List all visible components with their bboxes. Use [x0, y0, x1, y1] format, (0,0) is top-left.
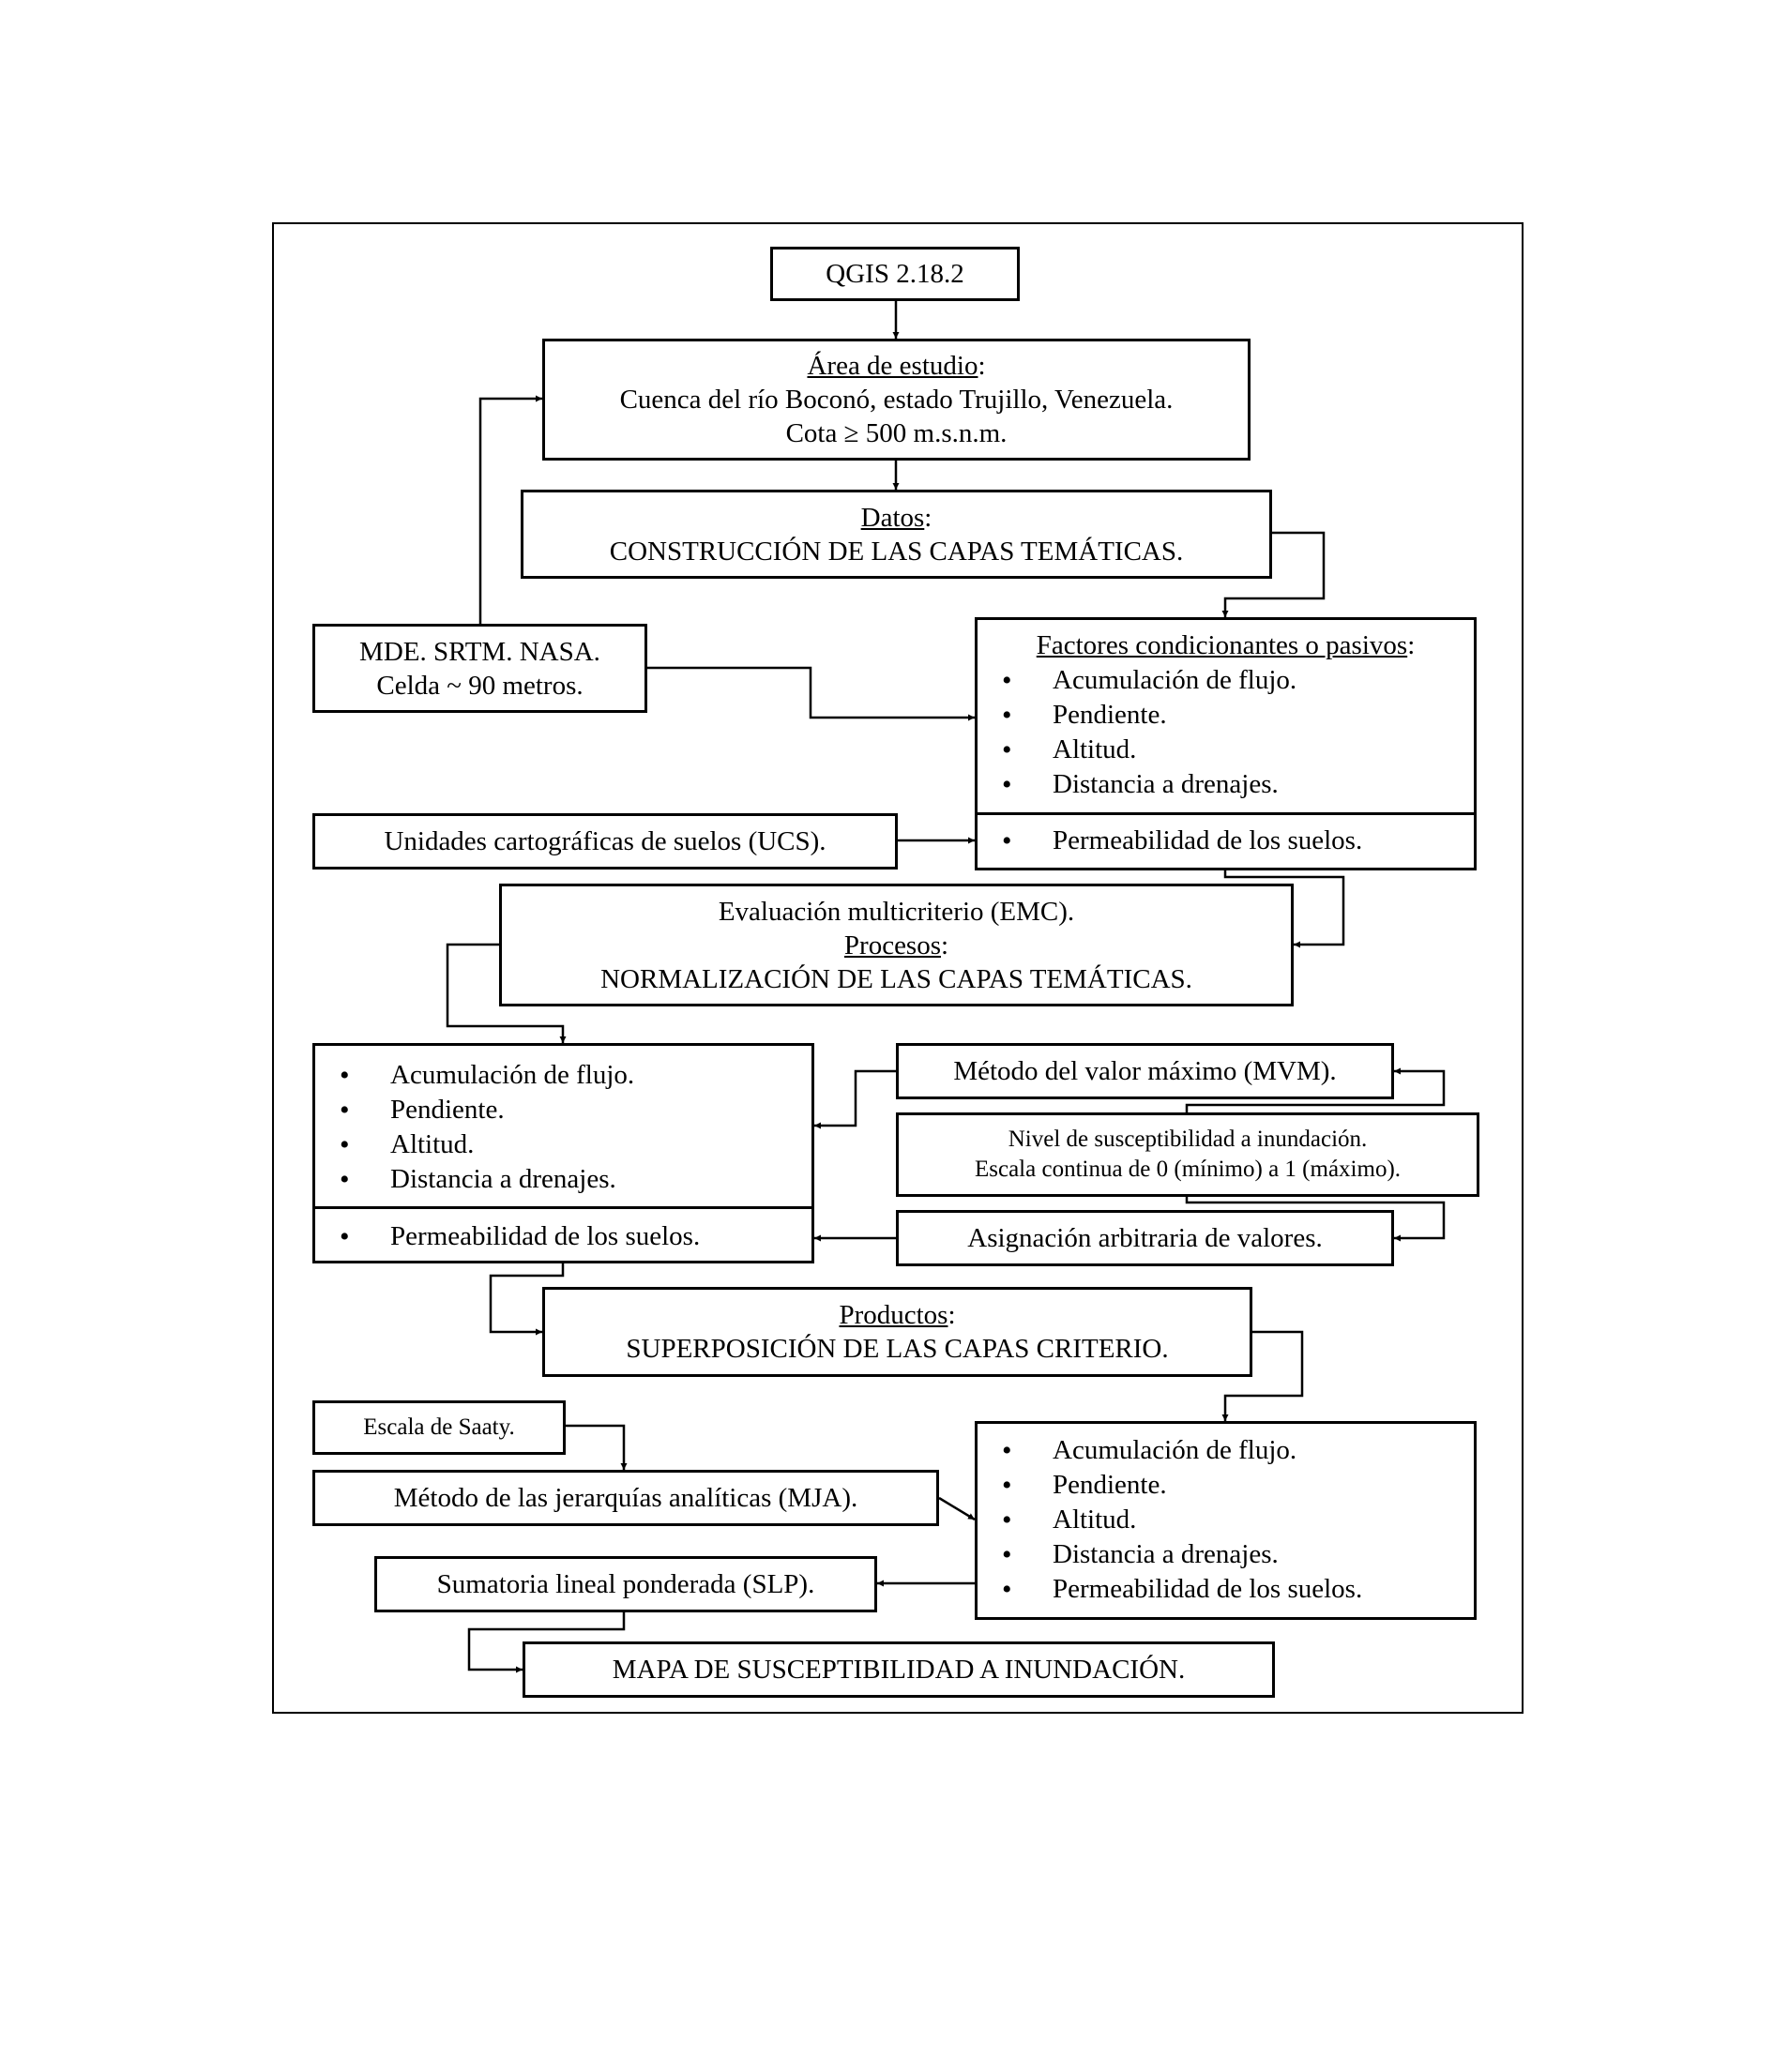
- productos-heading: Productos: [839, 1300, 948, 1330]
- normalized-item: Acumulación de flujo.: [315, 1058, 811, 1093]
- mde-source: MDE. SRTM. NASA.: [359, 636, 600, 667]
- ucs-box: Unidades cartográficas de suelos (UCS).: [312, 813, 898, 870]
- slp-box: Sumatoria lineal ponderada (SLP).: [374, 1556, 877, 1612]
- factor-item-permeability: Permeabilidad de los suelos.: [978, 824, 1474, 858]
- mja-box: Método de las jerarquías analíticas (MJA…: [312, 1470, 939, 1526]
- saaty-label: Escala de Saaty.: [363, 1414, 515, 1440]
- weighted-criteria-list: Acumulación de flujo. Pendiente. Altitud…: [978, 1433, 1474, 1607]
- factor-item: Altitud.: [978, 733, 1474, 767]
- study-area-basin: Cuenca del río Boconó, estado Trujillo, …: [619, 385, 1174, 415]
- map-output-box: MAPA DE SUSCEPTIBILIDAD A INUNDACIÓN.: [523, 1641, 1275, 1698]
- assignment-box: Asignación arbitraria de valores.: [896, 1210, 1394, 1266]
- susceptibility-scale: Escala continua de 0 (mínimo) a 1 (máxim…: [974, 1157, 1402, 1182]
- study-area-elevation: Cota ≥ 500 m.s.n.m.: [785, 418, 1008, 448]
- factor-item: Pendiente.: [978, 698, 1474, 733]
- productos-colon: :: [948, 1300, 956, 1330]
- productos-box: Productos: SUPERPOSICIÓN DE LAS CAPAS CR…: [542, 1287, 1252, 1377]
- criteria-item: Permeabilidad de los suelos.: [978, 1572, 1474, 1607]
- diagram-frame: [272, 222, 1524, 1714]
- emc-heading: Procesos: [843, 930, 942, 960]
- normalized-list: Acumulación de flujo. Pendiente. Altitud…: [315, 1058, 811, 1197]
- emc-heading-line: Procesos:: [844, 929, 948, 962]
- factors-heading: Factores condicionantes o pasivos: [1036, 630, 1408, 660]
- emc-colon: :: [941, 930, 949, 960]
- factor-item: Acumulación de flujo.: [978, 663, 1474, 698]
- criteria-item: Acumulación de flujo.: [978, 1433, 1474, 1468]
- ucs-label: Unidades cartográficas de suelos (UCS).: [384, 826, 826, 856]
- assignment-label: Asignación arbitraria de valores.: [967, 1223, 1323, 1253]
- study-area-colon: :: [978, 351, 986, 381]
- emc-text: NORMALIZACIÓN DE LAS CAPAS TEMÁTICAS.: [600, 963, 1192, 994]
- mja-label: Método de las jerarquías analíticas (MJA…: [393, 1483, 858, 1513]
- weighted-criteria-box: Acumulación de flujo. Pendiente. Altitud…: [975, 1421, 1477, 1620]
- study-area-heading: Área de estudio: [807, 351, 978, 381]
- factors-heading-line: Factores condicionantes o pasivos:: [978, 628, 1474, 663]
- productos-text: SUPERPOSICIÓN DE LAS CAPAS CRITERIO.: [626, 1334, 1169, 1364]
- slp-label: Sumatoria lineal ponderada (SLP).: [436, 1569, 815, 1599]
- productos-heading-line: Productos:: [839, 1298, 955, 1332]
- factors-list: Acumulación de flujo. Pendiente. Altitud…: [978, 663, 1474, 802]
- normalized-divider: Permeabilidad de los suelos.: [315, 1206, 811, 1254]
- factors-colon: :: [1407, 630, 1416, 660]
- mde-cell: Celda ~ 90 metros.: [376, 670, 584, 701]
- factors-box: Factores condicionantes o pasivos: Acumu…: [975, 617, 1477, 870]
- criteria-item: Pendiente.: [978, 1468, 1474, 1503]
- mvm-box: Método del valor máximo (MVM).: [896, 1043, 1394, 1099]
- mde-box: MDE. SRTM. NASA. Celda ~ 90 metros.: [312, 624, 647, 713]
- emc-box: Evaluación multicriterio (EMC). Procesos…: [499, 884, 1294, 1006]
- factor-item: Distancia a drenajes.: [978, 767, 1474, 802]
- susceptibility-scale-box: Nivel de susceptibilidad a inundación. E…: [896, 1112, 1479, 1197]
- study-area-heading-line: Área de estudio:: [807, 349, 985, 383]
- datos-text: CONSTRUCCIÓN DE LAS CAPAS TEMÁTICAS.: [609, 536, 1184, 567]
- datos-colon: :: [924, 502, 932, 533]
- criteria-item: Altitud.: [978, 1503, 1474, 1537]
- emc-title: Evaluación multicriterio (EMC).: [718, 896, 1075, 927]
- datos-box: Datos: CONSTRUCCIÓN DE LAS CAPAS TEMÁTIC…: [521, 490, 1272, 579]
- qgis-box: QGIS 2.18.2: [770, 247, 1020, 301]
- susceptibility-level: Nivel de susceptibilidad a inundación.: [1008, 1127, 1368, 1152]
- factors-divider: Permeabilidad de los suelos.: [978, 812, 1474, 858]
- qgis-label: QGIS 2.18.2: [826, 259, 964, 289]
- normalized-item: Pendiente.: [315, 1093, 811, 1127]
- datos-heading: Datos: [860, 502, 925, 533]
- criteria-item: Distancia a drenajes.: [978, 1537, 1474, 1572]
- factors-extra-list: Permeabilidad de los suelos.: [978, 824, 1474, 858]
- mvm-label: Método del valor máximo (MVM).: [953, 1056, 1337, 1086]
- datos-heading-line: Datos:: [861, 501, 932, 535]
- saaty-box: Escala de Saaty.: [312, 1400, 566, 1455]
- normalized-extra-list: Permeabilidad de los suelos.: [315, 1219, 811, 1254]
- study-area-box: Área de estudio: Cuenca del río Boconó, …: [542, 339, 1251, 461]
- normalized-item: Distancia a drenajes.: [315, 1162, 811, 1197]
- normalized-item-permeability: Permeabilidad de los suelos.: [315, 1219, 811, 1254]
- map-output-label: MAPA DE SUSCEPTIBILIDAD A INUNDACIÓN.: [612, 1655, 1186, 1685]
- normalized-layers-box: Acumulación de flujo. Pendiente. Altitud…: [312, 1043, 814, 1263]
- normalized-item: Altitud.: [315, 1127, 811, 1162]
